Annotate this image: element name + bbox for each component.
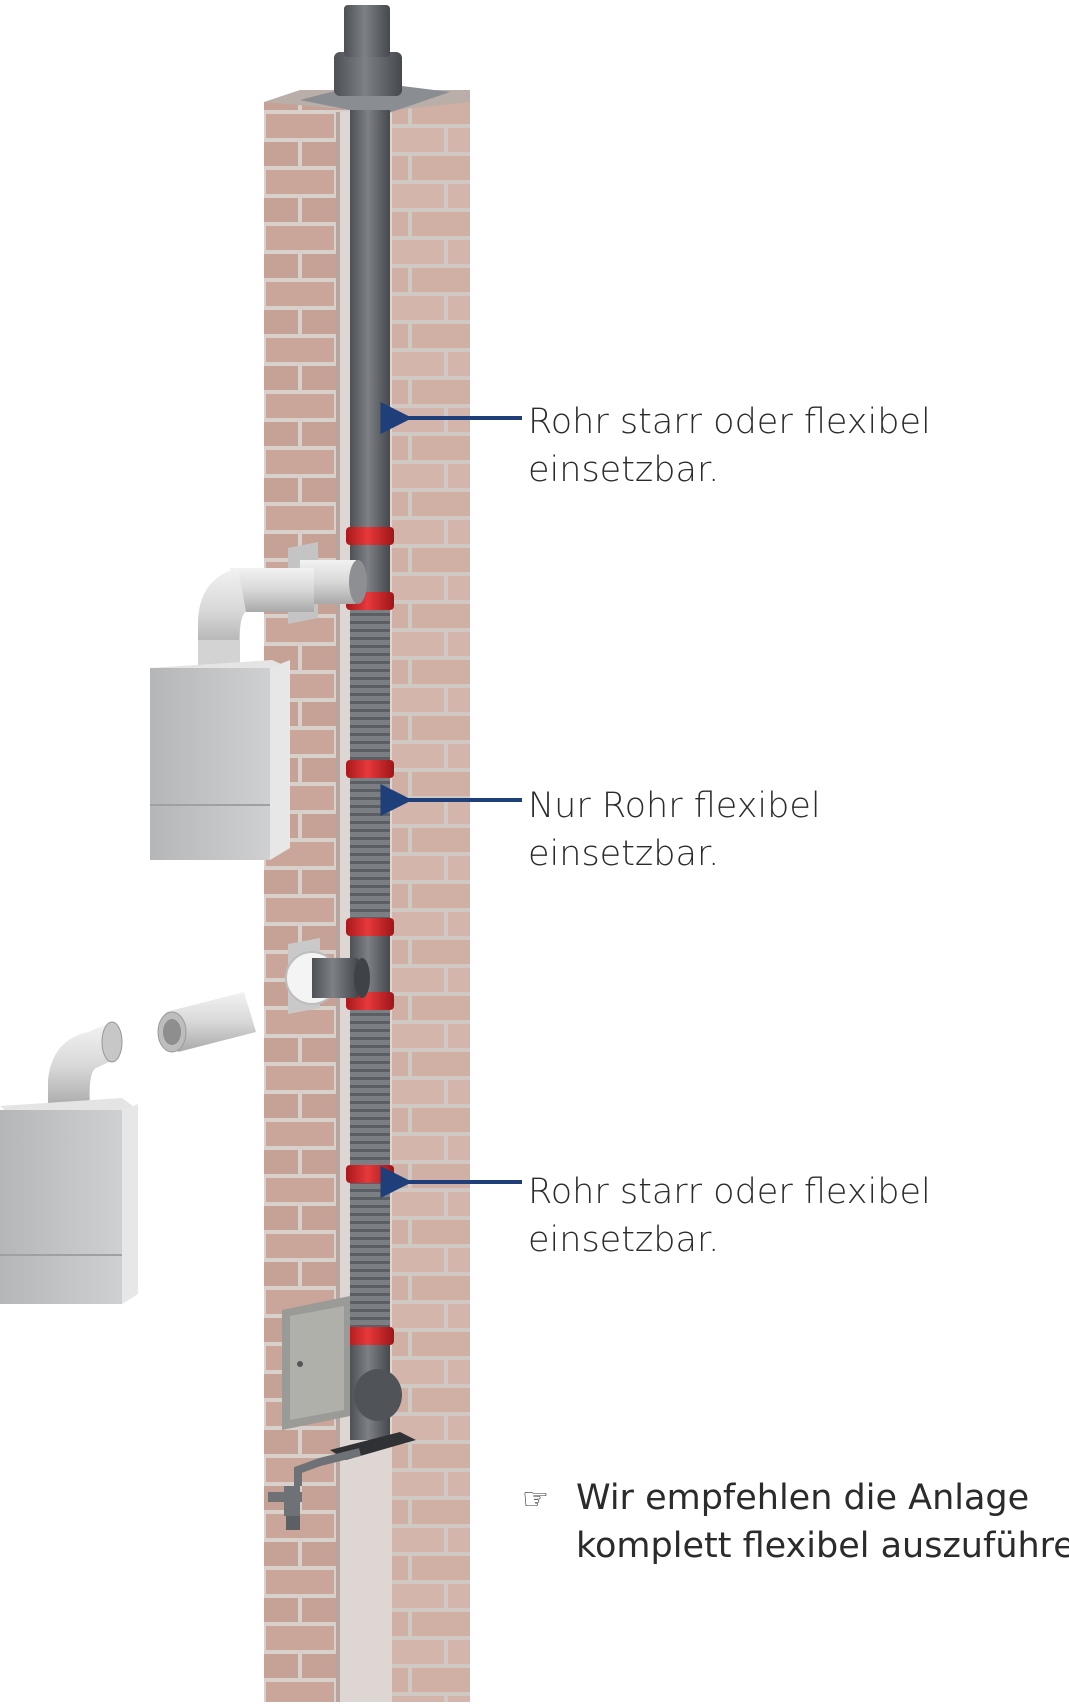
- seal-ring: [346, 527, 394, 545]
- callout-lower: Rohr starr oder flexibel einsetzbar.: [528, 1168, 931, 1264]
- lower-wall-connection: [285, 938, 370, 1014]
- seal-ring: [346, 1165, 394, 1183]
- callout-line: Nur Rohr flexibel: [528, 786, 821, 826]
- lower-boiler: [0, 1021, 138, 1304]
- pointing-hand-icon: ☞: [522, 1482, 549, 1517]
- upper-boiler: [150, 660, 290, 860]
- recommendation-line: Wir empfehlen die Anlage: [576, 1478, 1030, 1518]
- chimney-top-terminal: [300, 5, 450, 116]
- cleanout-door: [282, 1296, 350, 1430]
- condensate-drain: [268, 1432, 416, 1530]
- callout-middle: Nur Rohr flexibel einsetzbar.: [528, 782, 821, 878]
- upper-wall-connection: [198, 542, 367, 668]
- callout-arrows: [380, 402, 522, 1198]
- rigid-pipe-upper: [350, 110, 390, 540]
- callout-line: einsetzbar.: [528, 450, 720, 490]
- seal-ring: [346, 760, 394, 778]
- callout-line: einsetzbar.: [528, 834, 720, 874]
- loose-pipe-segment: [157, 992, 256, 1053]
- callout-line: Rohr starr oder flexibel: [528, 1172, 931, 1212]
- seal-ring: [346, 918, 394, 936]
- seal-ring: [346, 1327, 394, 1345]
- callout-line: einsetzbar.: [528, 1220, 720, 1260]
- callout-upper: Rohr starr oder flexibel einsetzbar.: [528, 398, 931, 494]
- callout-line: Rohr starr oder flexibel: [528, 402, 931, 442]
- pipe-elbow: [198, 568, 246, 654]
- recommendation-line: komplett flexibel auszuführen: [576, 1526, 1069, 1566]
